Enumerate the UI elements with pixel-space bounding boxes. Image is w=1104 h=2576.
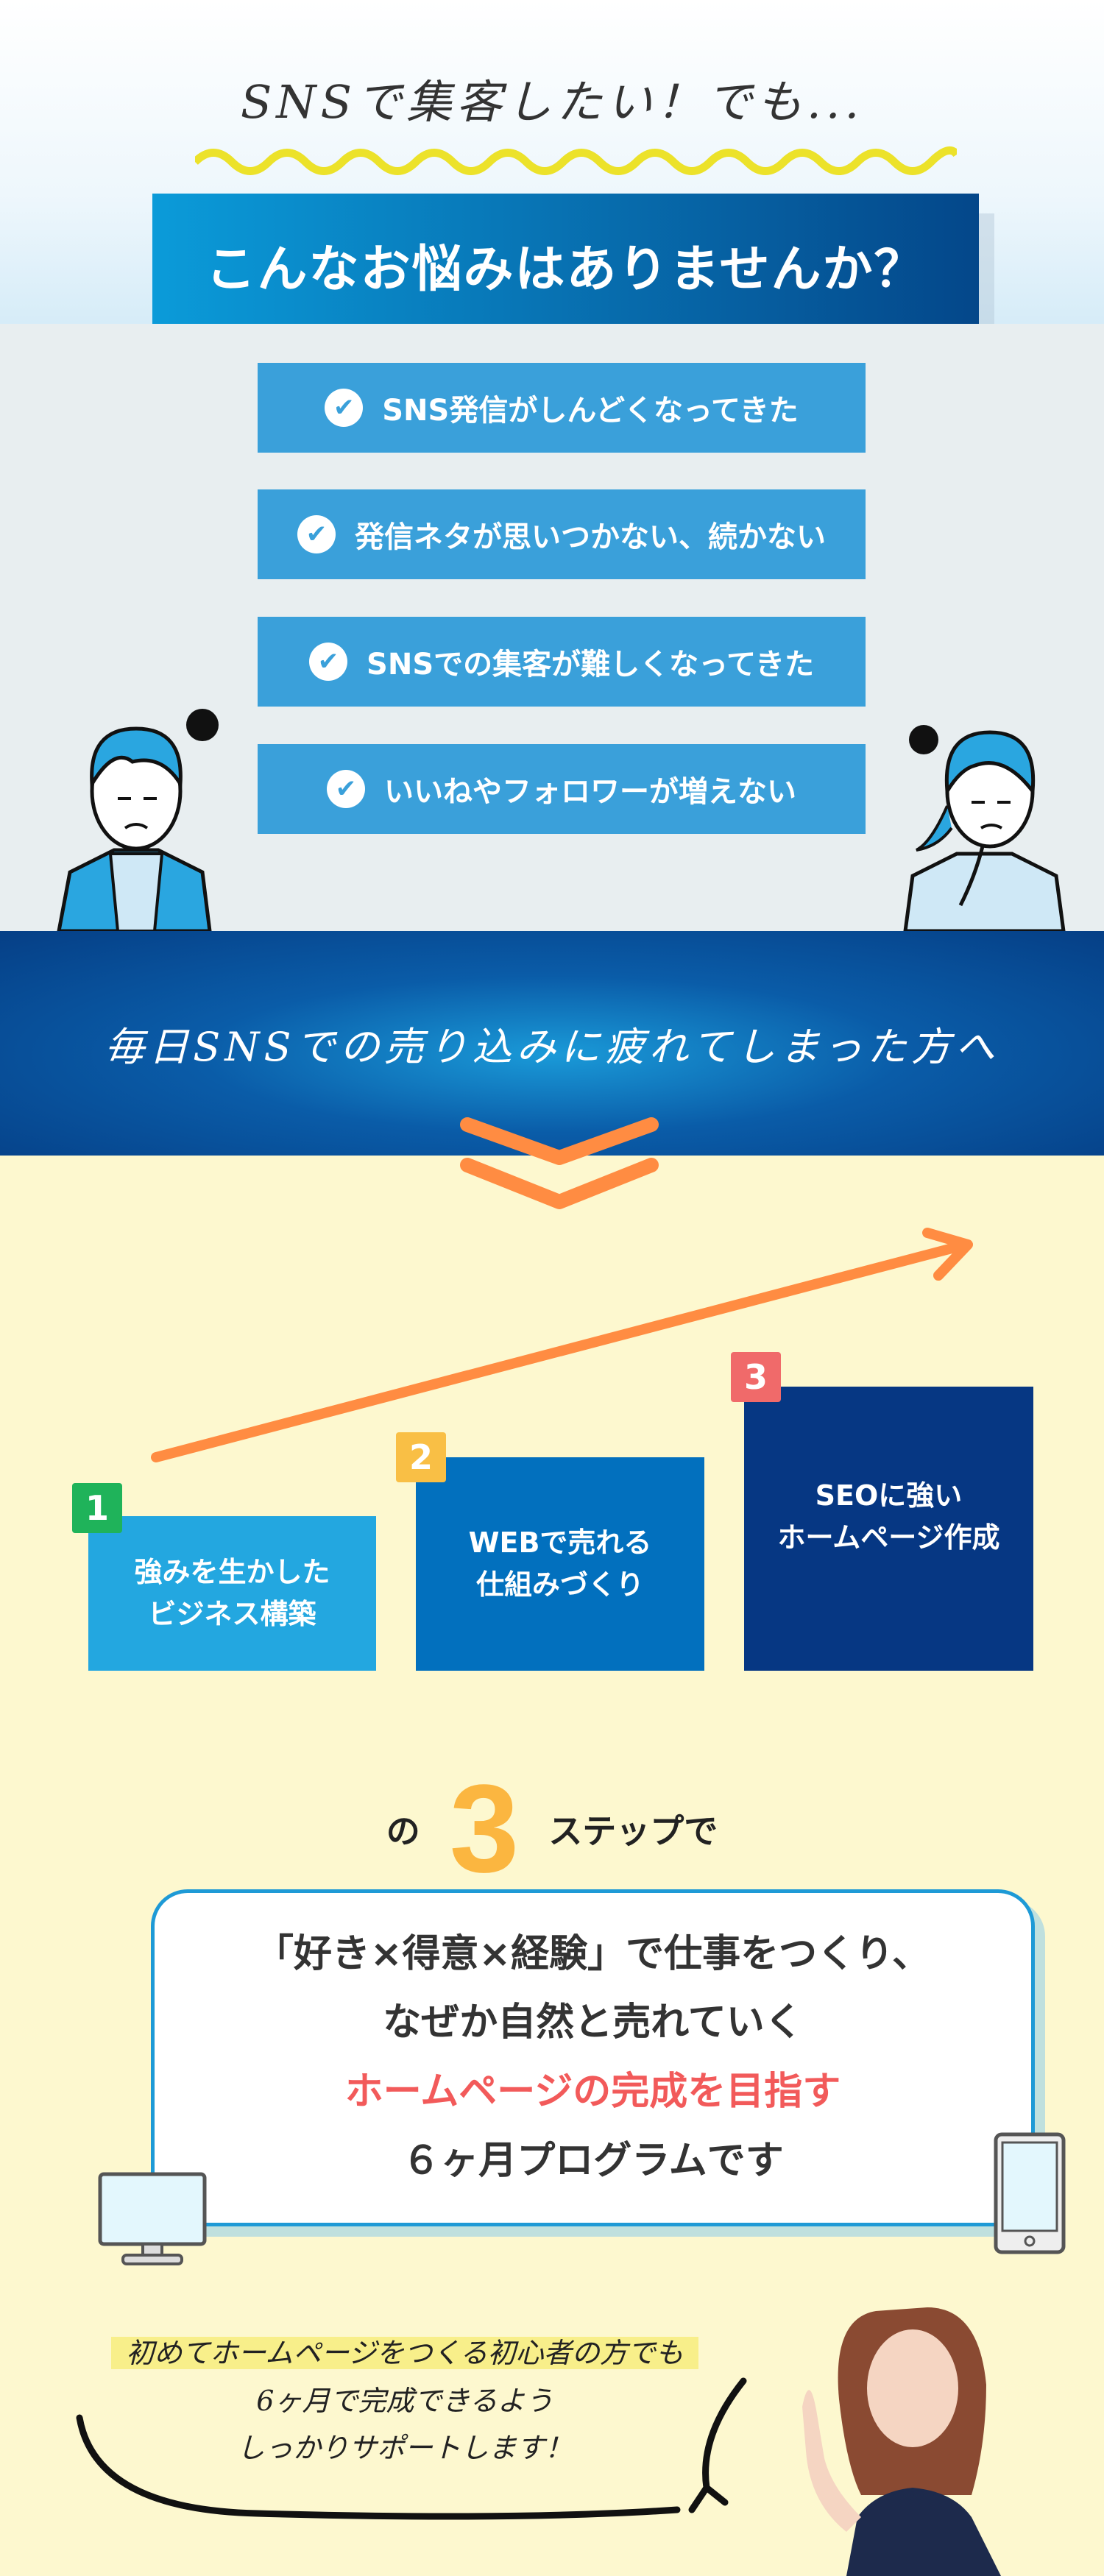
- double-chevron-down-icon: [460, 1117, 659, 1209]
- worried-woman-illustration: [903, 725, 1066, 931]
- worry-item: ✔ 発信ネタが思いつかない、続かない: [258, 489, 866, 579]
- handdrawn-curve-arrow: [76, 2377, 747, 2520]
- lead-title: SNSで集客したい！でも...: [240, 75, 864, 129]
- wavy-underline: [195, 146, 957, 175]
- message-line: なぜか自然と売れていく: [383, 2000, 803, 2045]
- three-steps-heading: の 3 ステップで: [0, 1766, 1104, 1892]
- tablet-icon: [994, 2132, 1066, 2254]
- check-circle-icon: ✔: [327, 770, 365, 808]
- support-line: 初めてホームページをつくる初心者の方でも: [111, 2337, 698, 2369]
- step-label: SEOに強い: [815, 1479, 963, 1512]
- three-number: 3: [449, 1759, 520, 1899]
- step-3-badge: 3: [731, 1352, 781, 1402]
- step-1-badge: 1: [72, 1483, 122, 1533]
- three-pre: の: [386, 1811, 420, 1851]
- support-line: 6ヶ月で完成できるよう: [256, 2384, 553, 2417]
- step-label: 仕組みづくり: [475, 1568, 644, 1601]
- step-1-box: 強みを生かしたビジネス構築: [88, 1516, 376, 1671]
- desktop-monitor-icon: [98, 2172, 207, 2265]
- message-line: 「好き×得意×経験」で仕事をつくり、: [255, 1931, 931, 1976]
- check-circle-icon: ✔: [325, 389, 364, 427]
- step-2-box: WEBで売れる仕組みづくり: [416, 1457, 704, 1671]
- message-line: ６ヶ月プログラムです: [402, 2138, 784, 2183]
- check-circle-icon: ✔: [297, 515, 336, 553]
- worry-text: SNSでの集客が難しくなってきた: [367, 648, 814, 682]
- step-2-badge: 2: [396, 1432, 446, 1482]
- step-label: 強みを生かした: [134, 1556, 330, 1588]
- worries-heading: こんなお悩みはありませんか？: [152, 194, 979, 335]
- target-band: 毎日SNSでの売り込みに疲れてしまった方へ: [0, 931, 1104, 1156]
- three-post: ステップで: [548, 1811, 718, 1851]
- worry-item: ✔ SNSでの集客が難しくなってきた: [258, 617, 866, 707]
- worry-text: SNS発信がしんどくなってきた: [382, 394, 799, 428]
- worry-item: ✔ いいねやフォロワーが増えない: [258, 744, 866, 834]
- step-3-box: SEOに強いホームページ作成: [744, 1387, 1033, 1671]
- support-line: しっかりサポートします！: [236, 2432, 573, 2465]
- worry-text: 発信ネタが思いつかない、続かない: [355, 520, 826, 554]
- instructor-photo: [802, 2307, 1001, 2576]
- support-message: 初めてホームページをつくる初心者の方でも 6ヶ月で完成できるよう しっかりサポー…: [74, 2329, 736, 2472]
- check-circle-icon: ✔: [309, 643, 348, 681]
- program-message-box: 「好き×得意×経験」で仕事をつくり、 なぜか自然と売れていく ホームページの完成…: [151, 1889, 1035, 2226]
- message-highlight: ホームページの完成を目指す: [344, 2070, 841, 2114]
- worry-text: いいねやフォロワーが増えない: [384, 775, 796, 809]
- worried-man-illustration: [57, 709, 219, 931]
- step-label: ホームページ作成: [777, 1521, 1000, 1554]
- growth-arrow-icon: [151, 1228, 973, 1462]
- worry-item: ✔ SNS発信がしんどくなってきた: [258, 363, 866, 453]
- step-label: ビジネス構築: [148, 1598, 316, 1630]
- step-label: WEBで売れる: [468, 1526, 652, 1559]
